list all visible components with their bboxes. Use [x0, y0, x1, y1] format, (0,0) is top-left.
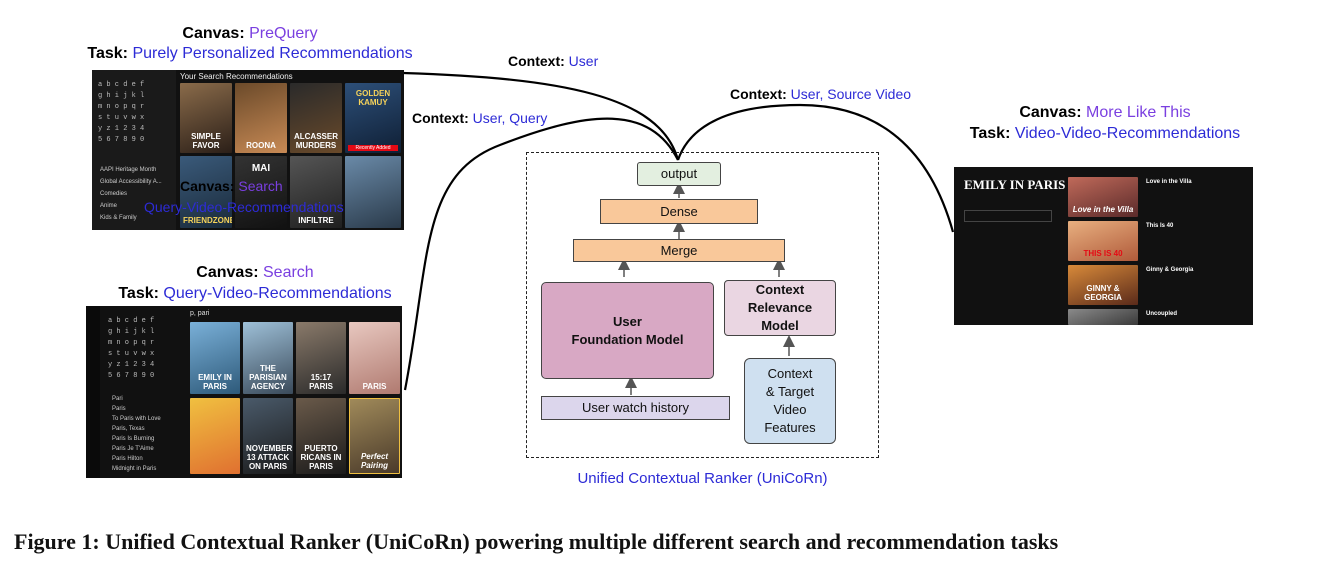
video-tile[interactable]: ROONA — [235, 83, 287, 153]
recently-added-badge: Recently Added — [348, 145, 398, 151]
dense-layer: Dense — [600, 199, 758, 224]
nav-rail — [86, 306, 100, 478]
watch-history-input: User watch history — [541, 396, 730, 420]
mlt-item-title: Uncoupled — [1146, 311, 1177, 317]
user-foundation-model: User Foundation Model — [541, 282, 714, 379]
menu-item[interactable]: Global Accessibility A... — [100, 179, 162, 185]
suggestion-item[interactable]: Paris, Texas — [112, 426, 145, 432]
search-task-title: Task: Query-Video-Recommendations — [118, 285, 392, 302]
suggestion-item[interactable]: Paris Is Burning — [112, 436, 155, 442]
mlt-item-title: Ginny & Georgia — [1146, 267, 1194, 273]
prequery-canvas-title: Canvas: PreQuery — [182, 25, 318, 42]
overlay-task-label: Query-Video-Recommendations — [144, 199, 344, 215]
search-suggestions: Pari Paris To Paris with Love Paris, Tex… — [112, 394, 161, 474]
overlay-canvas-label: Canvas: Search — [180, 178, 283, 194]
mlt-title: EMILY IN PARIS — [964, 177, 1066, 192]
menu-item[interactable]: AAPI Heritage Month — [100, 167, 157, 173]
video-tile[interactable] — [190, 398, 240, 474]
mlt-item-title: Love in the Villa — [1146, 179, 1192, 185]
mlt-item-art[interactable] — [1068, 309, 1138, 325]
suggestion-item[interactable]: Paris Je T'Aime — [112, 446, 154, 452]
keyboard-panel — [92, 70, 176, 230]
mlt-item-art[interactable]: GINNY & GEORGIA — [1068, 265, 1138, 305]
curve-prequery — [402, 71, 680, 161]
suggestion-item[interactable]: Paris — [112, 406, 126, 412]
video-tile[interactable]: MAI — [235, 156, 287, 228]
menu-item[interactable]: Kids & Family — [100, 215, 137, 221]
context-user-query-label: Context: User, Query — [412, 110, 548, 126]
context-features-input: Context & Target Video Features — [744, 358, 836, 444]
search-canvas-title: Canvas: Search — [196, 264, 314, 281]
suggestion-item[interactable]: Paris Hilton — [112, 456, 143, 462]
mlt-screenshot: EMILY IN PARIS Love in the Villa Love in… — [954, 167, 1253, 325]
video-tile[interactable]: NOVEMBER 13 ATTACK ON PARIS — [243, 398, 293, 474]
video-tile[interactable]: ALCASSER MURDERS — [290, 83, 342, 153]
video-tile[interactable]: INFILTRE — [290, 156, 342, 228]
video-tile[interactable]: PARIS — [349, 322, 400, 394]
prequery-screen-header: Your Search Recommendations — [180, 72, 293, 81]
suggestion-item[interactable]: Midnight in Paris — [112, 466, 157, 472]
video-tile[interactable]: FRIENDZONE — [180, 156, 232, 228]
suggestion-item[interactable]: Pari — [112, 396, 123, 402]
mlt-search-box[interactable] — [964, 210, 1052, 222]
video-tile[interactable]: PUERTO RICANS IN PARIS — [296, 398, 346, 474]
curve-search — [403, 117, 679, 391]
figure-caption: Figure 1: Unified Contextual Ranker (Uni… — [14, 529, 1059, 554]
merge-layer: Merge — [573, 239, 785, 262]
output-node: output — [637, 162, 721, 186]
unicorn-title: Unified Contextual Ranker (UniCoRn) — [577, 470, 828, 487]
context-user-label: Context: User — [508, 53, 599, 69]
prequery-menu: AAPI Heritage Month Global Accessibility… — [100, 164, 162, 224]
video-tile[interactable]: EMILY IN PARIS — [190, 322, 240, 394]
video-tile[interactable]: Perfect Pairing — [349, 398, 400, 474]
curve-mlt — [676, 103, 955, 233]
menu-item[interactable]: Anime — [100, 203, 118, 209]
context-user-source-label: Context: User, Source Video — [730, 86, 912, 102]
menu-item[interactable]: Comedies — [100, 191, 128, 197]
suggestion-item[interactable]: To Paris with Love — [112, 416, 161, 422]
mlt-canvas-title: Canvas: More Like This — [1019, 104, 1191, 121]
search-query[interactable]: p, pari — [190, 310, 210, 317]
unicorn-boundary — [526, 152, 879, 458]
prequery-task-title: Task: Purely Personalized Recommendation… — [87, 45, 413, 62]
mlt-item-title: This Is 40 — [1146, 223, 1174, 229]
mlt-task-title: Task: Video-Video-Recommendations — [969, 125, 1241, 142]
video-tile[interactable]: SIMPLE FAVOR — [180, 83, 232, 153]
context-relevance-model: Context Relevance Model — [724, 280, 836, 336]
mlt-item-art[interactable]: THIS IS 40 — [1068, 221, 1138, 261]
mlt-item-art[interactable]: Love in the Villa — [1068, 177, 1138, 217]
video-tile[interactable]: 15:17 PARIS — [296, 322, 346, 394]
video-tile[interactable]: THE PARISIAN AGENCY — [243, 322, 293, 394]
video-tile[interactable] — [345, 156, 401, 228]
